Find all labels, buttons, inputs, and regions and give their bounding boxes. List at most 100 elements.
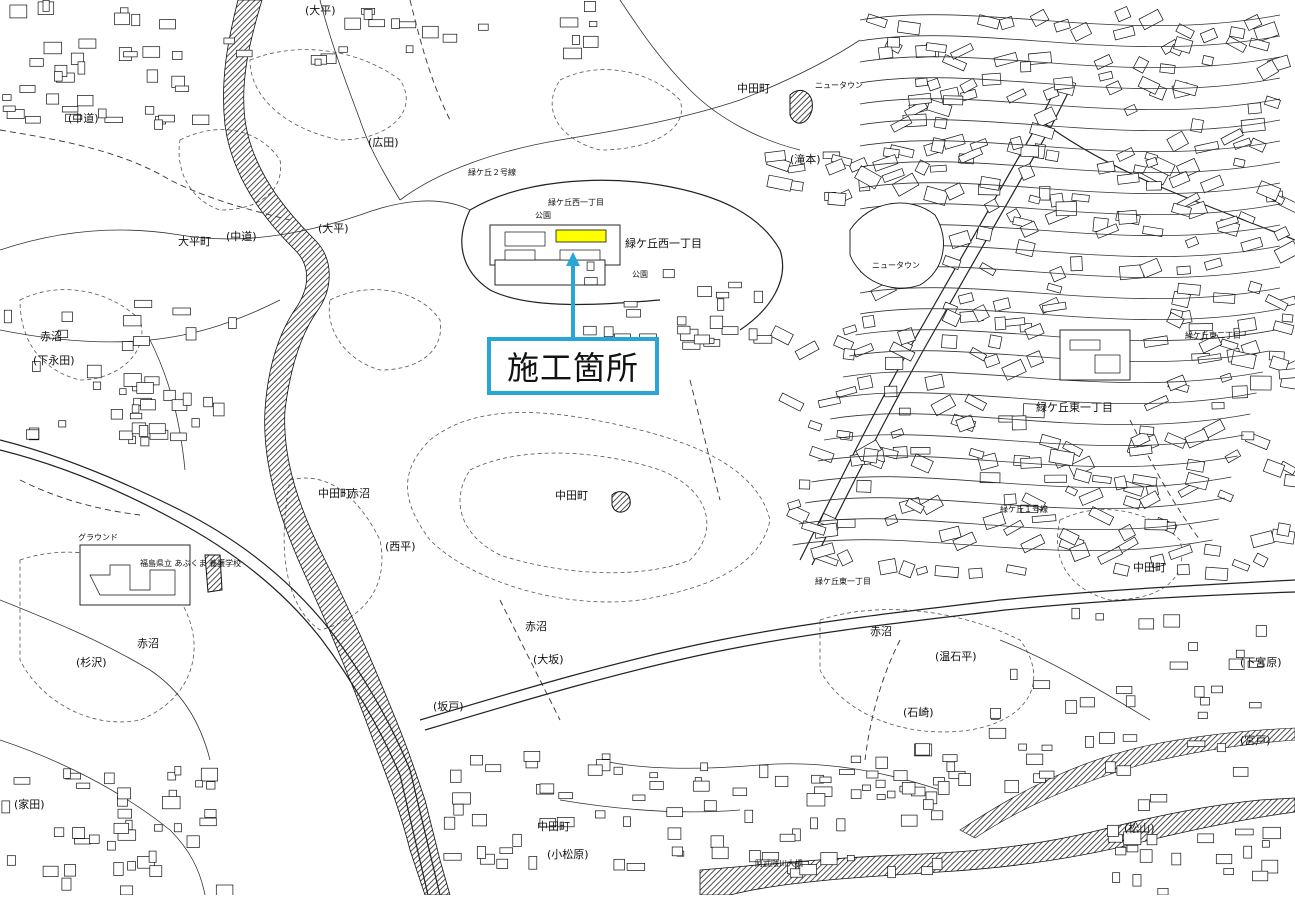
housing-block (1166, 312, 1185, 329)
label-ienota: (家田) (14, 797, 45, 811)
building (589, 21, 598, 28)
building (504, 249, 536, 261)
housing-block (865, 13, 888, 29)
building (107, 840, 116, 851)
building (1126, 844, 1139, 853)
housing-block (964, 393, 988, 412)
building (63, 768, 71, 779)
housing-block (1142, 225, 1164, 237)
building (931, 857, 943, 871)
housing-block (1026, 350, 1045, 368)
housing-block (1184, 236, 1200, 249)
housing-block (807, 419, 823, 432)
building (236, 49, 253, 58)
building (692, 780, 710, 792)
building (1188, 642, 1198, 651)
building (1041, 744, 1053, 751)
building (314, 58, 322, 66)
housing-block (988, 334, 1003, 350)
building (710, 835, 724, 849)
housing-block (862, 447, 879, 464)
building (78, 38, 97, 49)
housing-block (1272, 320, 1295, 335)
building (54, 71, 63, 82)
building (1026, 753, 1044, 765)
building (761, 852, 780, 861)
housing-block (1055, 201, 1077, 217)
housing-block (969, 347, 988, 362)
label-nakamichi: (中道) (68, 111, 99, 125)
building (748, 328, 758, 341)
building (134, 299, 153, 308)
building (172, 307, 191, 316)
housing-block (1200, 174, 1225, 194)
label-nakatamachi: 中田町 (555, 489, 588, 502)
housing-block (884, 514, 899, 527)
building (1255, 625, 1267, 637)
building (1116, 765, 1132, 776)
housing-street (859, 98, 1281, 111)
housing-block (1176, 265, 1191, 276)
housing-block (1225, 35, 1248, 53)
building (862, 784, 871, 791)
building (558, 792, 573, 800)
housing-street (817, 455, 1238, 468)
building (1, 800, 11, 814)
building (866, 770, 879, 779)
housing-block (801, 520, 827, 536)
building (846, 855, 855, 862)
housing-block (930, 137, 946, 154)
housing-block (1269, 355, 1290, 373)
housing-block (1053, 76, 1074, 91)
callout-pointer (566, 252, 580, 337)
building (601, 753, 611, 760)
building (200, 767, 218, 782)
label-hirota: (広田) (368, 136, 399, 149)
building (113, 862, 124, 876)
housing-block (827, 191, 847, 207)
building (1085, 736, 1094, 748)
building (154, 824, 163, 832)
housing-block (1005, 564, 1027, 576)
terrain-contours (19, 49, 1183, 733)
label-newtown: ニュータウン (872, 261, 920, 270)
building (58, 420, 67, 428)
label-midorigaoka-nishi: 緑ケ丘西一丁目 (625, 236, 702, 250)
housing-block (1031, 514, 1057, 524)
housing-block (983, 353, 1001, 369)
building (1197, 833, 1215, 844)
housing-block (1071, 193, 1090, 203)
building (182, 392, 192, 406)
building (693, 334, 710, 345)
housing-block (1138, 490, 1161, 510)
housing-street (859, 161, 1281, 174)
building (61, 877, 72, 891)
building (595, 810, 606, 819)
building (1247, 660, 1264, 668)
building (117, 787, 131, 800)
housing-block (1278, 368, 1295, 380)
building (623, 816, 631, 827)
building (1200, 697, 1210, 706)
housing-block (959, 77, 978, 94)
housing-block (934, 565, 960, 579)
building (479, 853, 495, 865)
housing-block (1132, 56, 1150, 74)
building (1249, 702, 1262, 709)
building (199, 817, 217, 827)
housing-block (1199, 27, 1218, 44)
label-shimomiyahara: (下宮原) (1240, 655, 1282, 669)
label-sugizawa: (杉沢) (76, 655, 107, 669)
housing-block (979, 175, 1001, 191)
housing-block (1020, 504, 1039, 514)
building (1112, 872, 1121, 883)
building (1235, 649, 1245, 658)
construction-site-marker (555, 229, 607, 243)
building (399, 21, 417, 29)
building (13, 777, 31, 785)
label-nishihira: (西平) (385, 540, 416, 553)
building (172, 51, 183, 60)
housing-block (769, 325, 794, 346)
building (1122, 734, 1138, 742)
